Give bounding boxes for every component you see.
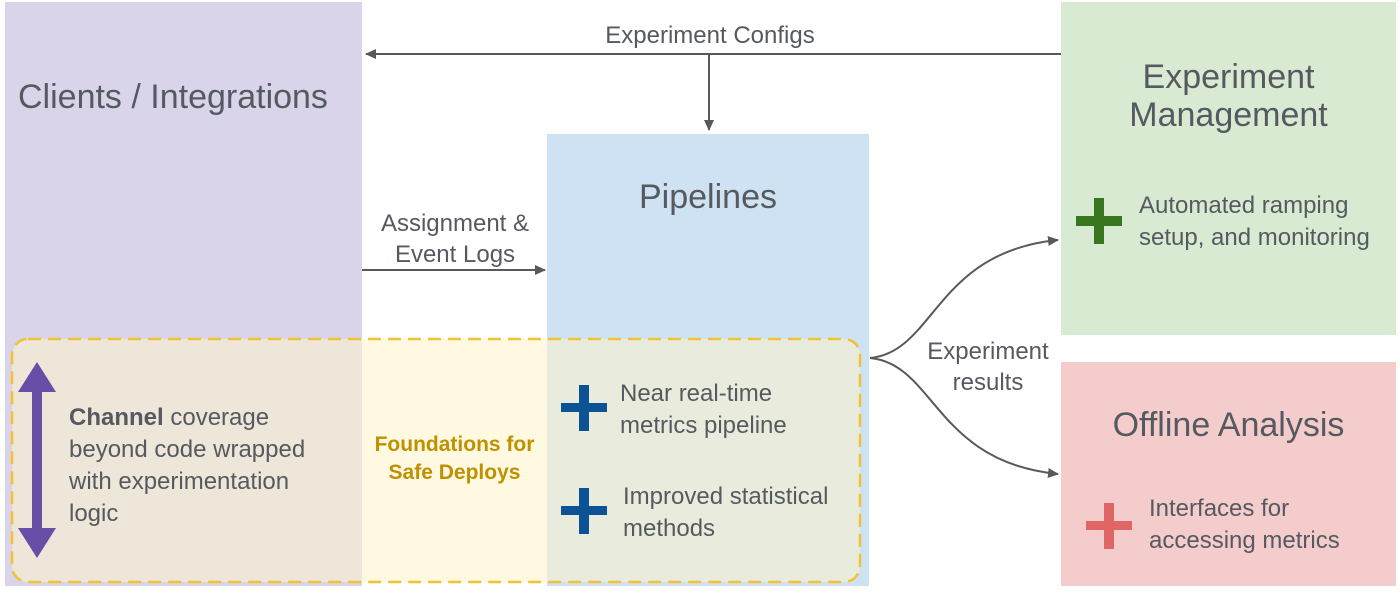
plus-icon — [1076, 198, 1122, 244]
experiment-management-title-line2: Management — [1129, 96, 1328, 134]
pipelines-title: Pipelines — [639, 178, 777, 216]
results-to-management-arrow — [869, 236, 1059, 359]
ramping-line2: setup, and monitoring — [1139, 224, 1370, 251]
double-arrow-icon — [18, 362, 56, 558]
statistical-line2: methods — [623, 515, 716, 542]
channel-bold: Channel — [69, 404, 164, 431]
offline-analysis-box — [1061, 362, 1396, 586]
experiment-management-title-line1: Experiment — [1142, 58, 1315, 96]
plus-icon — [1086, 503, 1132, 549]
near-realtime-line1: Near real-time — [620, 380, 773, 407]
foundations-label-line2: Safe Deploys — [388, 461, 521, 484]
foundations-label-line1: Foundations for — [374, 433, 535, 456]
ramping-line1: Automated ramping — [1139, 192, 1349, 219]
channel-feature-line1: Channel coverage — [69, 404, 269, 432]
experiment-results-label-line2: results — [952, 369, 1024, 396]
statistical-line1: Improved statistical — [623, 483, 829, 510]
channel-feature-line4: logic — [69, 500, 119, 527]
results-to-offline-arrow — [869, 357, 1059, 478]
near-realtime-line2: metrics pipeline — [620, 412, 787, 439]
plus-icon — [561, 385, 607, 431]
offline-analysis-title: Offline Analysis — [1112, 406, 1345, 444]
assignment-label-line1: Assignment & — [380, 210, 530, 237]
assignment-label-line2: Event Logs — [394, 241, 516, 268]
plus-icon — [561, 488, 607, 534]
experiment-management-box — [1061, 2, 1396, 335]
interfaces-line1: Interfaces for — [1149, 495, 1290, 522]
clients-title: Clients / Integrations — [18, 78, 328, 116]
channel-feature-line3: with experimentation — [69, 468, 290, 495]
foundations-region — [12, 339, 860, 582]
experiment-configs-label: Experiment Configs — [605, 22, 815, 49]
foundations-dashed-border — [10, 337, 862, 584]
channel-feature-line2: beyond code wrapped — [69, 436, 306, 463]
channel-rest: coverage — [163, 404, 270, 431]
experiment-results-label-line1: Experiment — [927, 338, 1049, 365]
interfaces-line2: accessing metrics — [1149, 527, 1340, 554]
